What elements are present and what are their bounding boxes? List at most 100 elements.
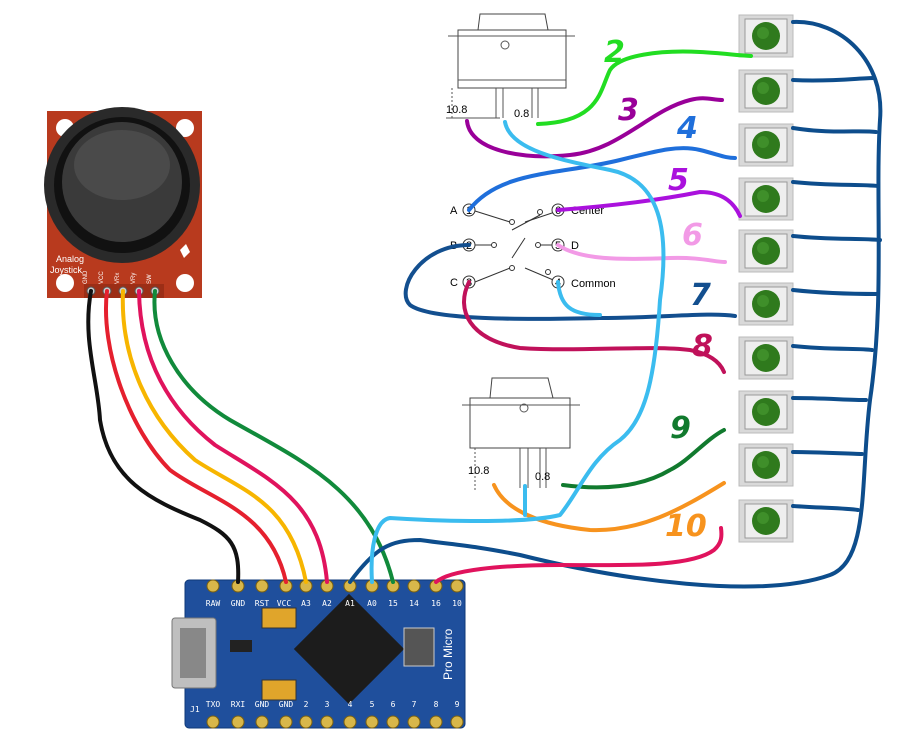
wire-ground-tap — [791, 396, 868, 402]
push-button[interactable] — [738, 69, 794, 113]
joystick-module: Analog Joystick GND VCC VRx VRy SW — [44, 107, 202, 298]
mount-hole — [176, 119, 194, 137]
wire-ground-tap — [791, 504, 860, 512]
wire-number-6: 6 — [682, 218, 703, 253]
wire-ground-tap — [791, 450, 864, 456]
top-switch-dim-right: 0.8 — [514, 108, 529, 120]
board-name: Pro Micro — [441, 628, 455, 680]
wire-ground-tap — [791, 288, 880, 296]
push-button[interactable] — [738, 229, 794, 273]
pin-label: 10 — [452, 599, 462, 608]
bottom-pin-row — [206, 715, 464, 729]
wire-number-7: 7 — [690, 278, 711, 313]
push-button[interactable] — [738, 499, 794, 543]
wire-cyan-common — [556, 280, 602, 317]
push-button[interactable] — [738, 123, 794, 167]
regulator — [230, 640, 252, 652]
wire-5 — [556, 190, 742, 218]
wire-4 — [467, 146, 737, 212]
wire-ground-tap — [791, 76, 876, 83]
pin-label: GND — [279, 700, 294, 709]
joystick-label-line1: Analog — [56, 254, 84, 264]
mcu-chip — [293, 593, 405, 705]
pin-label: 16 — [431, 599, 441, 608]
joystick-pin-label: VRx — [115, 273, 121, 284]
top-switch-dim-left: 10.8 — [446, 104, 467, 116]
pin-label: 3 — [325, 700, 330, 709]
mount-hole — [176, 274, 194, 292]
joystick-pin-label: VRy — [131, 273, 137, 284]
wire-ground-tap — [791, 180, 880, 188]
wire-number-4: 4 — [676, 111, 698, 146]
usb-port — [180, 628, 206, 678]
wire-3 — [465, 96, 724, 159]
push-button[interactable] — [738, 14, 794, 58]
wires — [86, 19, 883, 589]
wire-gnd — [86, 289, 241, 584]
wire-10 — [492, 481, 726, 533]
pin-label: TXO — [206, 700, 221, 709]
wire-number-9: 9 — [670, 411, 691, 446]
pin-label: RST — [255, 599, 270, 608]
pin-label: 4 — [348, 700, 353, 709]
wire-number-8: 8 — [692, 329, 713, 364]
wire-7 — [403, 243, 737, 321]
j1-label: J1 — [190, 705, 200, 714]
sparkfun-logo — [180, 244, 190, 258]
pin-label: A1 — [345, 599, 355, 608]
pin-label: 5 — [370, 700, 375, 709]
wire-9 — [561, 428, 726, 490]
pin-label: GND — [231, 599, 246, 608]
rocker-switch-bottom: 10.8 0.8 — [462, 377, 580, 490]
wire-ground-tap — [791, 126, 878, 134]
wire-pin16 — [434, 526, 724, 584]
push-button[interactable] — [738, 443, 794, 487]
pin-label: VCC — [277, 599, 292, 608]
pin-label: 8 — [434, 700, 439, 709]
push-button[interactable] — [738, 177, 794, 221]
joystick-label-line2: Joystick — [50, 265, 83, 275]
push-button[interactable] — [738, 336, 794, 380]
pin-label: 6 — [391, 700, 396, 709]
pin-label: 9 — [455, 700, 460, 709]
joystick-pin-label: SW — [147, 274, 153, 284]
capacitor — [261, 607, 297, 629]
bottom-pin-labels: TXO RXI GND GND 2 3 4 5 6 7 8 9 — [206, 700, 460, 709]
pin-label: 14 — [409, 599, 419, 608]
pin-label: 7 — [412, 700, 417, 709]
rocker-switch-top: 10.8 0.8 — [446, 13, 575, 120]
pin-label: A2 — [322, 599, 332, 608]
wire-8 — [462, 280, 726, 374]
pin-label: GND — [255, 700, 270, 709]
pin-label: 15 — [388, 599, 398, 608]
wire-ground-tap — [791, 234, 882, 242]
wire-vry — [137, 289, 329, 584]
wire-number-3: 3 — [618, 93, 639, 128]
terminal-label-d: D — [571, 240, 579, 252]
terminal-label-common: Common — [571, 278, 616, 290]
terminal-letter-c: C — [450, 277, 458, 289]
bottom-switch-dim-left: 10.8 — [468, 465, 489, 477]
switch-schematic: 1 2 3 6 5 4 A B C Center D Common — [450, 203, 616, 290]
wire-number-10: 10 — [665, 509, 707, 544]
pin-label: RAW — [206, 599, 221, 608]
terminal-letter-a: A — [450, 205, 458, 217]
crystal — [403, 627, 435, 667]
push-button[interactable] — [738, 282, 794, 326]
push-button[interactable] — [738, 390, 794, 434]
wire-number-5: 5 — [668, 163, 689, 198]
joystick-pin-label: VCC — [99, 271, 105, 284]
pin-label: A3 — [301, 599, 311, 608]
pin-label: A0 — [367, 599, 377, 608]
joystick-pin-label: GND — [83, 270, 89, 284]
wire-ground-bus — [348, 19, 883, 589]
mount-hole — [56, 274, 74, 292]
capacitor — [261, 679, 297, 701]
wire-ground-tap — [791, 344, 874, 352]
pro-micro-board: RAW GND RST VCC A3 A2 A1 A0 15 14 16 10 … — [171, 579, 466, 729]
pin-label: 2 — [304, 700, 309, 709]
wire-vrx — [120, 289, 308, 584]
wire-number-labels: 2 3 4 5 6 7 8 9 10 — [604, 35, 713, 544]
bottom-switch-dim-right: 0.8 — [535, 471, 550, 483]
